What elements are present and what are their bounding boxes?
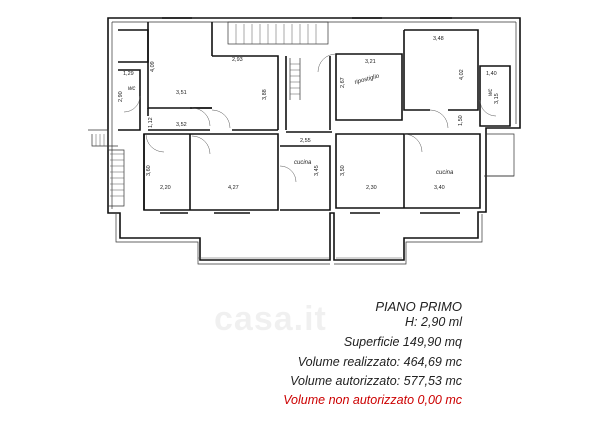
dim-label: 2,20 [160, 185, 171, 191]
dim-label: 4,02 [459, 69, 465, 80]
dim-label: 2,30 [366, 185, 377, 191]
stairs-left [88, 129, 125, 207]
room-label-cucina-right: cucina [436, 170, 454, 176]
dim-label: 4,09 [150, 61, 156, 72]
dim-label: 3,21 [365, 59, 376, 65]
door-swings [123, 53, 497, 183]
room-label-cucina-left: cucina [294, 160, 312, 166]
info-title: PIANO PRIMO [375, 299, 462, 314]
room-label-wc-right: wc [488, 89, 494, 96]
dim-label: 2,90 [118, 91, 124, 102]
dim-label: 1,12 [148, 117, 154, 128]
dim-label: 3,50 [340, 165, 346, 176]
info-volume-non-autorizzato: Volume non autorizzato 0,00 mc [283, 393, 462, 407]
stairs-top [235, 24, 317, 100]
info-height: H: 2,90 ml [405, 315, 462, 329]
dim-label: 1,29 [123, 71, 134, 77]
dim-label: 2,93 [232, 57, 243, 63]
dim-label: 3,48 [433, 36, 444, 42]
dim-label: 1,40 [486, 71, 497, 77]
building-outline [107, 17, 521, 261]
dim-label: 3,52 [176, 122, 187, 128]
terraces [115, 133, 515, 265]
dim-label: 3,51 [176, 90, 187, 96]
dim-label: 3,40 [434, 185, 445, 191]
dimension-labels: 4,09 3,51 2,93 3,88 1,29 2,90 wc 3,52 1,… [118, 36, 500, 191]
dim-label: 3,45 [314, 165, 320, 176]
floor-plan: 4,09 3,51 2,93 3,88 1,29 2,90 wc 3,52 1,… [88, 17, 521, 265]
room-label-ripostiglio: ripostiglio [354, 73, 381, 86]
dim-label: 3,15 [494, 93, 500, 104]
windows [160, 17, 460, 214]
dim-label: 1,50 [458, 115, 464, 126]
info-superficie: Superficie 149,90 mq [343, 335, 462, 349]
info-volume-realizzato: Volume realizzato: 464,69 mc [297, 355, 462, 369]
dim-label: 3,60 [146, 165, 152, 176]
room-label-wc-left: wc [128, 86, 135, 92]
dim-label: 2,55 [300, 138, 311, 144]
interior-walls [118, 21, 511, 211]
dim-label: 2,67 [340, 77, 346, 88]
info-volume-autorizzato: Volume autorizzato: 577,53 mc [290, 374, 462, 388]
dim-label: 3,88 [262, 89, 268, 100]
dim-label: 4,27 [228, 185, 239, 191]
watermark: casa.it [214, 300, 327, 338]
